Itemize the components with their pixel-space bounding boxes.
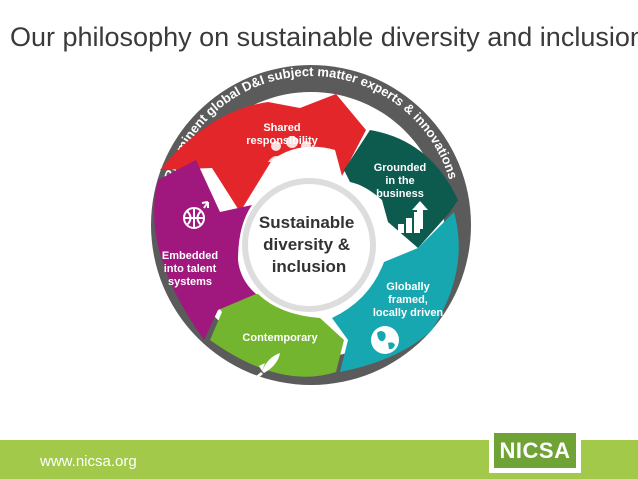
center-line-1: Sustainable <box>259 213 354 232</box>
center-line-2: diversity & <box>263 235 350 254</box>
nicsa-logo-text: NICSA <box>494 433 576 468</box>
people-icon <box>268 136 314 162</box>
segment-label-line: systems <box>168 276 212 288</box>
segment-globally <box>332 212 459 372</box>
center-circle <box>242 178 376 312</box>
segment-label-line: business <box>376 188 424 200</box>
footer-url-link[interactable]: www.nicsa.org <box>40 453 137 470</box>
bar-chart-arrow-icon <box>398 201 428 233</box>
segment-label-line: Globally <box>386 281 430 293</box>
nicsa-logo: NICSA <box>489 428 581 473</box>
segment-label-line: framed, <box>388 294 428 306</box>
svg-text:Sustainable diversity &: Sustainable diversity & inclusion <box>259 213 359 276</box>
rocket-icon <box>255 353 280 379</box>
segment-label-line: locally driven <box>373 307 444 319</box>
segment-label-line: Embedded <box>162 250 218 262</box>
segment-label-line: responsibility <box>246 135 318 147</box>
segment-label-line: in the <box>385 175 414 187</box>
center-line-3: inclusion <box>272 257 347 276</box>
philosophy-diagram: Preeminent global D&I subject matter exp… <box>151 64 471 385</box>
segment-grounded <box>344 130 458 248</box>
segment-embedded <box>154 160 256 340</box>
segment-label-line: into talent <box>164 263 217 275</box>
segment-contemporary <box>208 292 344 377</box>
segment-label-contemporary: Contemporary <box>242 332 318 344</box>
segment-label-line: Contemporary <box>242 332 318 344</box>
slide-title: Our philosophy on sustainable diversity … <box>10 22 638 52</box>
segment-shared <box>160 94 366 212</box>
globe-arrow-icon <box>183 201 209 229</box>
segment-label-line: Shared <box>263 122 300 134</box>
globe-icon <box>371 326 399 354</box>
segment-label-line: Grounded <box>374 162 427 174</box>
